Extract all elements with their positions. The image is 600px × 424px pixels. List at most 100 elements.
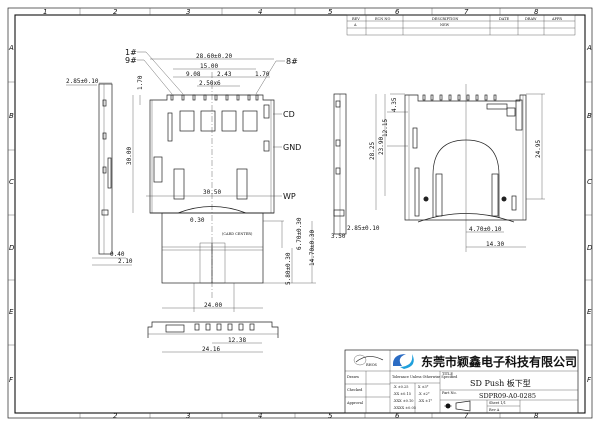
- column-label: 4: [258, 8, 262, 16]
- company-name: 东莞市颖鑫电子科技有限公司: [421, 354, 577, 369]
- angle-2: .X ±2°: [418, 392, 430, 396]
- column-label: 1: [43, 8, 47, 16]
- tolerance-4: .XXXX ±0.05: [393, 406, 416, 410]
- dim-pin-span: 15.00: [200, 63, 218, 70]
- row-label: B: [587, 112, 592, 120]
- rev-header: REV: [352, 17, 360, 21]
- row-label: F: [9, 376, 14, 384]
- gnd-label: GND: [283, 143, 301, 152]
- row-label: C: [9, 178, 14, 186]
- dim-right-half: 14.30: [486, 241, 504, 248]
- drawing-frame: 1 2 3 4 5 6 7 8 2 3 4 5 6 7 8 A B C D E …: [7, 7, 593, 420]
- dim-offset-mid: 2.43: [217, 71, 232, 78]
- dim-pin-height: 1.70: [137, 75, 144, 90]
- column-label: 6: [395, 8, 400, 16]
- sheet-label: Sheet 1/1: [489, 401, 506, 405]
- column-label: 7: [464, 412, 469, 420]
- row-label: F: [587, 376, 592, 384]
- dim-right-d1: 4.35: [391, 97, 398, 112]
- row-label: A: [8, 44, 14, 52]
- tolerance-title: Tolerance Unless Otherwise Specified: [392, 375, 458, 379]
- revision-table: REV ECN NO DESCRIPTION DATE DRAW APPR A …: [346, 14, 576, 36]
- rev-label: Rev A: [489, 408, 500, 412]
- dim-right-height: 2.85±0.10: [347, 225, 380, 232]
- draw-header: DRAW: [525, 17, 537, 21]
- row-label: A: [586, 44, 592, 52]
- row-label: D: [9, 244, 15, 252]
- dim-right-d4: 28.25: [369, 142, 376, 160]
- dim-wp-width: 30.50: [203, 189, 221, 196]
- approval-label: Approval: [346, 401, 364, 405]
- dim-card-width: 24.00: [204, 302, 222, 309]
- tolerance-3: .XXX ±0.10: [393, 399, 413, 403]
- tolerance-2: .XX ±0.15: [393, 392, 411, 396]
- angle-1: X ±3°: [418, 385, 429, 389]
- drawn-label: Drawn: [347, 375, 360, 379]
- dim-pitch-right: 1.70: [255, 71, 270, 78]
- date-header: DATE: [499, 17, 509, 21]
- dim-left-height: 2.85±0.10: [66, 78, 99, 85]
- title-label: TITLE: [442, 372, 453, 376]
- dim-left-d2: 2.10: [118, 258, 133, 265]
- wp-label: WP: [283, 192, 296, 201]
- dim-right-d5: 24.95: [535, 140, 542, 158]
- dim-right-d3: 23.90: [378, 137, 385, 155]
- dim-post-offset: 4.70±0.10: [469, 226, 502, 233]
- dim-offset-left: 9.08: [186, 71, 201, 78]
- company-logo: [392, 354, 414, 369]
- appr-header: APPR: [551, 17, 562, 21]
- row-label: B: [9, 112, 14, 120]
- dim-body-length: 30.00: [126, 147, 133, 165]
- right-side-view: 2.85±0.10 3.50: [331, 93, 380, 240]
- dim-half-width: 12.38: [228, 337, 246, 344]
- card-area-view: 0.30 (CARD CENTER) 6.70±0.30 14.70±0.30 …: [150, 206, 316, 312]
- right-plan-view: 28.25 23.90 12.15 4.35 24.95 4.70±0.10 1…: [369, 84, 545, 252]
- pin-9-label: 9#: [125, 56, 137, 65]
- dim-card-top: 6.70±0.30: [296, 217, 303, 250]
- row-label: E: [587, 308, 592, 316]
- column-label: 3: [186, 412, 190, 420]
- column-label: 5: [328, 8, 333, 16]
- column-label: 5: [328, 412, 333, 420]
- dim-overall-width: 28.60±0.20: [196, 53, 233, 60]
- left-side-view: 2.85±0.10 0.40 2.10: [66, 78, 133, 266]
- card-center-label: (CARD CENTER): [222, 232, 253, 236]
- dim-right-d6: 3.50: [331, 233, 346, 240]
- pin-1-label: 1#: [125, 48, 137, 57]
- checked-label: Checked: [347, 388, 363, 392]
- title-block: RHOS 东莞市颖鑫电子科技有限公司 Drawn Checked Approva…: [344, 349, 579, 414]
- tolerance-1: .X ±0.25: [393, 385, 408, 389]
- ecn-header: ECN NO: [375, 17, 390, 21]
- bottom-view: 12.38 24.16: [147, 321, 279, 353]
- dim-card-total: 14.70±0.30: [309, 229, 316, 266]
- row-label: C: [587, 178, 592, 186]
- rhos-logo: RHOS: [353, 354, 384, 367]
- drawing-title: SD Push 板下型: [470, 378, 531, 388]
- row-label: D: [587, 244, 593, 252]
- pin-8-label: 8#: [286, 57, 298, 66]
- column-label: 6: [395, 412, 400, 420]
- column-label: 2: [113, 412, 118, 420]
- description-value: NEW: [440, 23, 450, 27]
- dim-right-d2: 12.15: [382, 119, 389, 137]
- dim-card-lower: 5.80±0.30: [285, 252, 292, 285]
- row-label: E: [9, 308, 14, 316]
- part-no-label: Part No.: [442, 391, 457, 395]
- part-number: SDPR09-A0-0285: [479, 392, 536, 400]
- column-label: 3: [186, 8, 190, 16]
- column-label: 2: [113, 8, 118, 16]
- column-label: 8: [534, 412, 539, 420]
- column-label: 8: [534, 8, 539, 16]
- dim-left-d1: 0.40: [110, 251, 125, 258]
- description-header: DESCRIPTION: [432, 17, 458, 21]
- rev-value: A: [353, 23, 357, 27]
- angle-3: .XX ±1°: [418, 399, 432, 403]
- dim-card-offset: 0.30: [190, 217, 205, 224]
- dim-pitch: 2.50x6: [199, 80, 221, 87]
- dim-bottom-width: 24.16: [202, 346, 220, 353]
- column-label: 7: [464, 8, 469, 16]
- svg-text:RHOS: RHOS: [366, 363, 378, 367]
- column-label: 4: [258, 412, 262, 420]
- projection-symbol-icon: [444, 400, 471, 412]
